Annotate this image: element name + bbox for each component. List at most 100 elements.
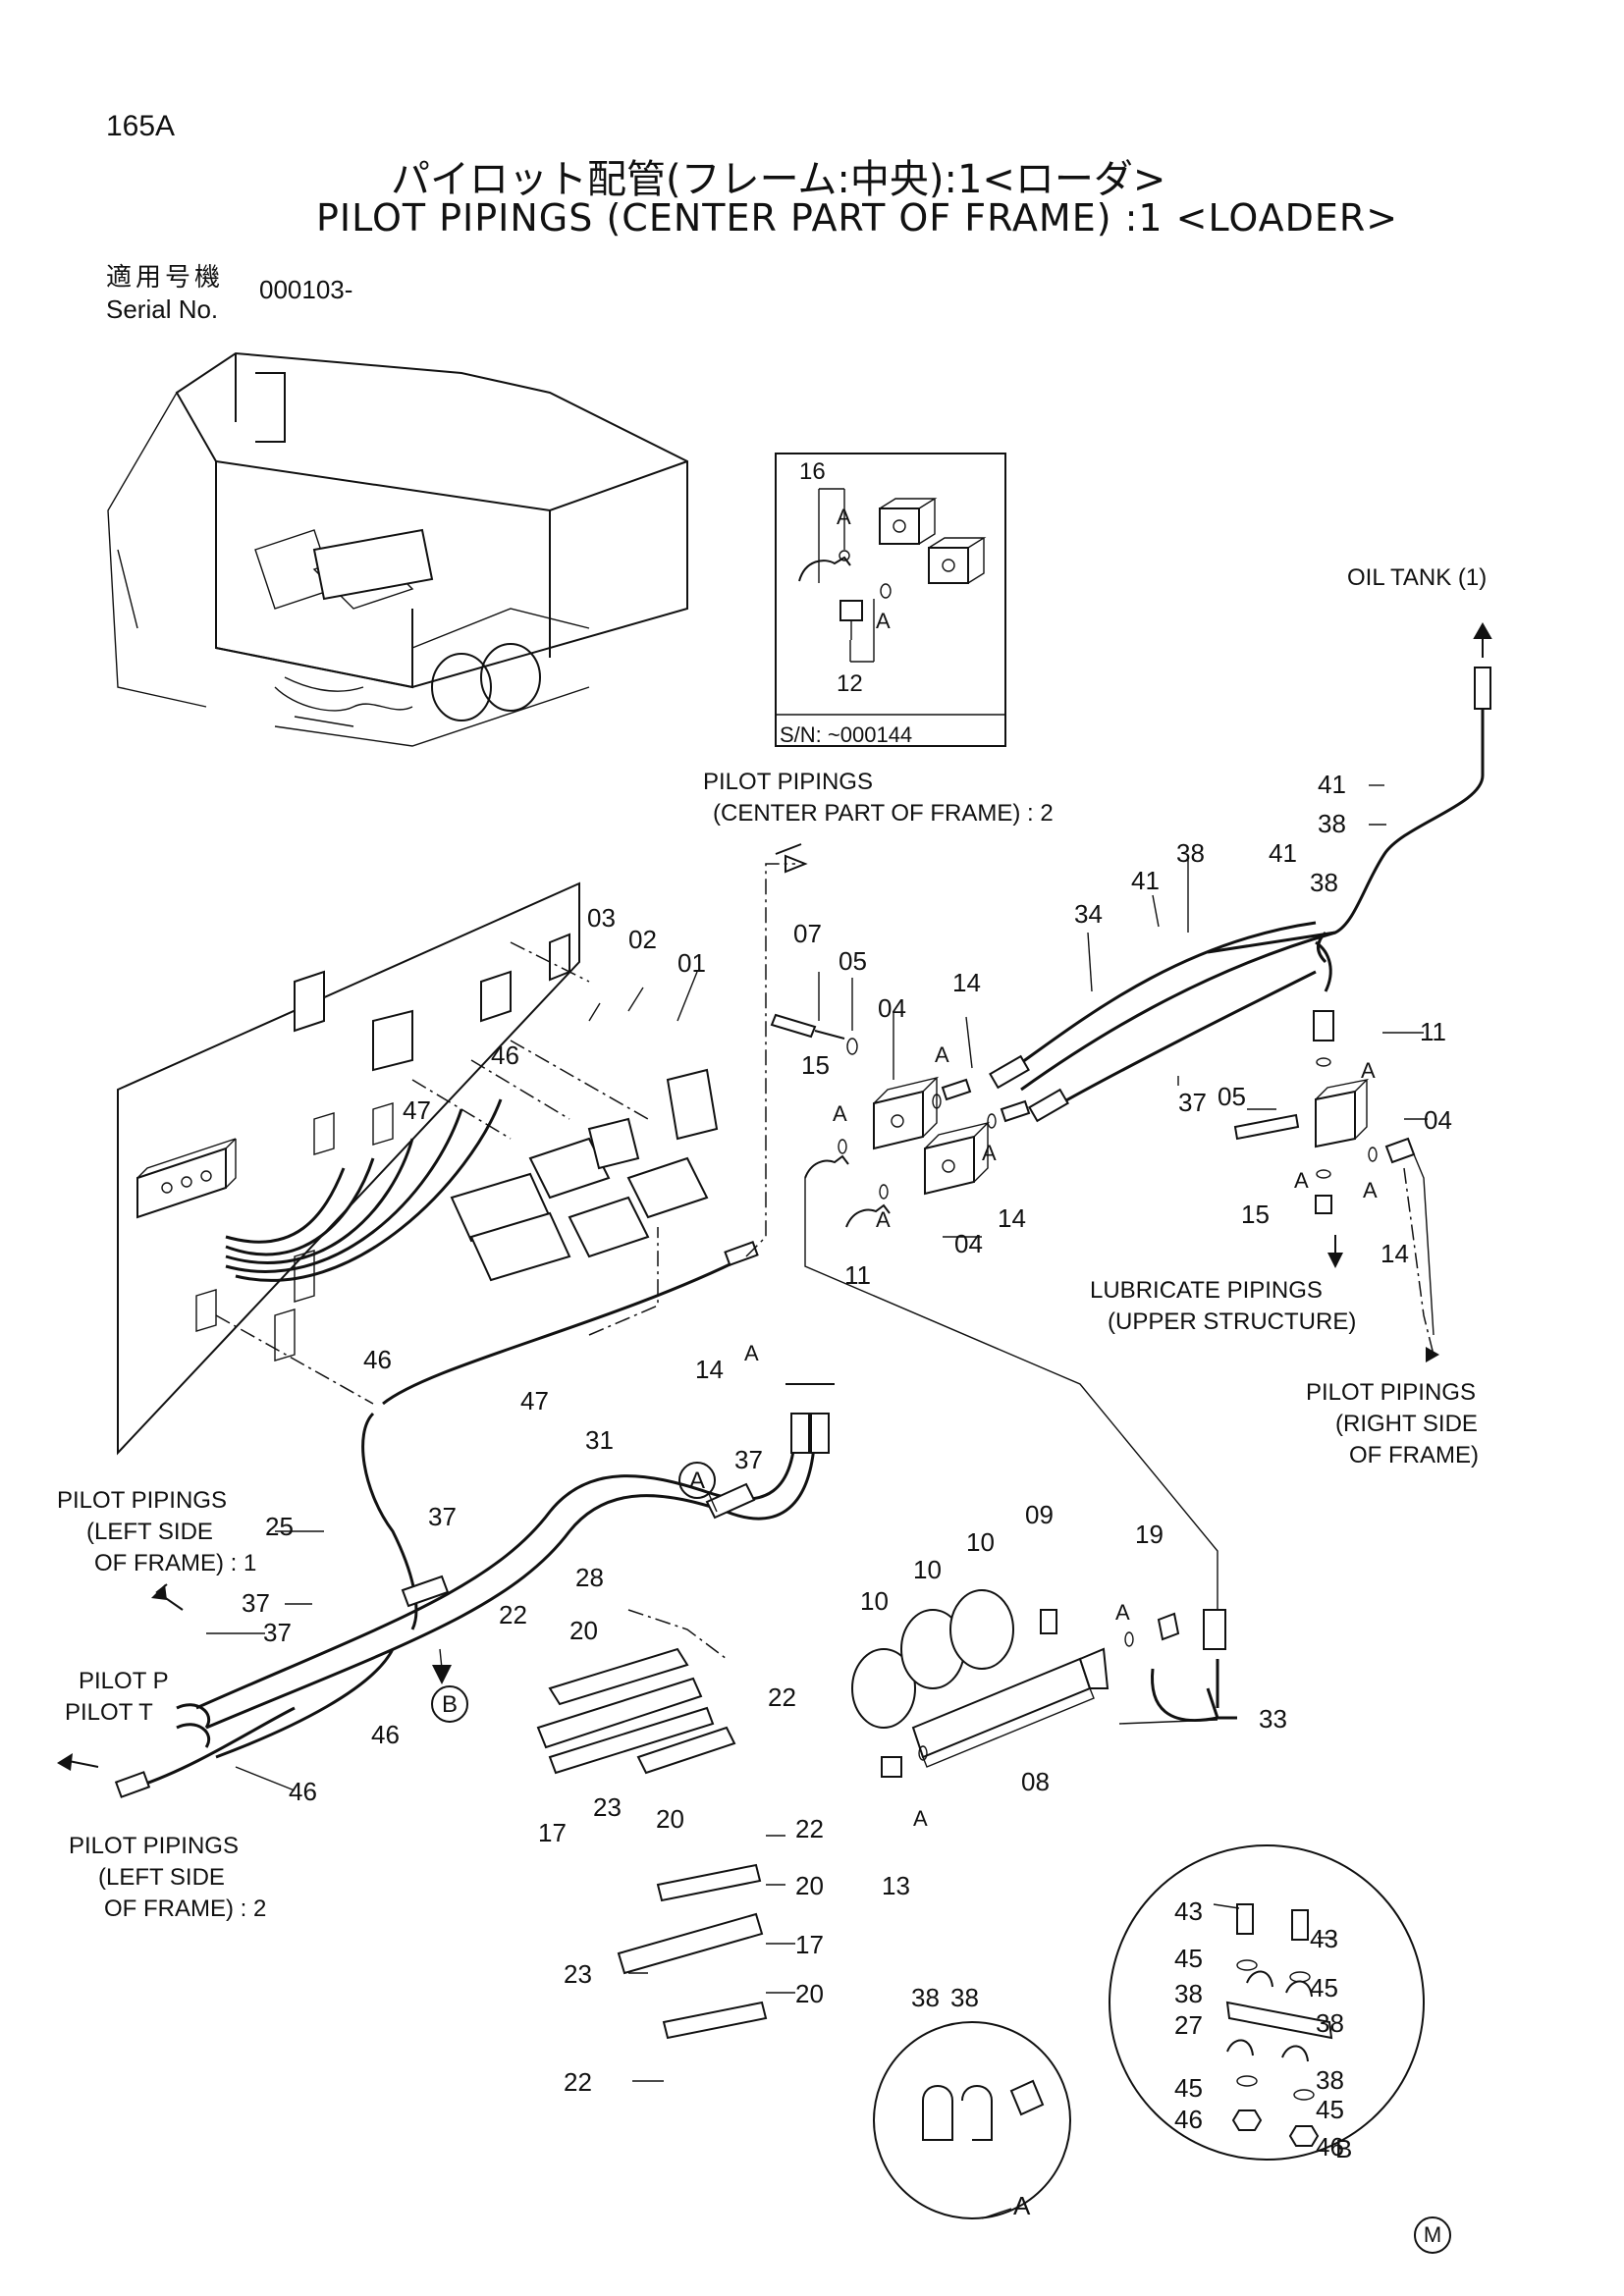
part-number: 05 (839, 946, 867, 976)
inset-part-16: 16 (799, 458, 826, 485)
detail-circle-b (1109, 1844, 1425, 2161)
part-number: 47 (403, 1095, 431, 1125)
detail-circle-a (873, 2021, 1071, 2219)
detail-circle-a-label: A (1013, 2191, 1031, 2220)
part-number: 28 (575, 1563, 604, 1592)
lubricate-line-2: (UPPER STRUCTURE) (1108, 1308, 1356, 1335)
part-numbers: 03 02 01 46 47 07 05 04 14 15 11 04 14 3… (242, 770, 1452, 2162)
inset-serial-note: S/N: ~000144 (780, 722, 912, 747)
detail-marker-b-circle (431, 1685, 468, 1723)
a-mark-right-3: A (1363, 1178, 1378, 1202)
pilot-left-2-line-1: PILOT PIPINGS (69, 1833, 239, 1859)
a-mark-right-2: A (1294, 1168, 1309, 1193)
part-number: 22 (795, 1814, 824, 1843)
hoses-32-33 (989, 921, 1336, 1123)
center-valve-blocks (770, 1013, 1218, 1610)
detail-markers: A B A B (431, 1462, 1352, 2220)
part-number: 47 (520, 1386, 549, 1415)
hose-47 (382, 854, 808, 1406)
part-number: 23 (564, 1959, 592, 1989)
part-number: 20 (795, 1979, 824, 2008)
inset-a-mark-1: A (837, 505, 851, 529)
pilot-center-2-line-1: PILOT PIPINGS (703, 769, 873, 795)
serial-label-japanese: 適用号機 (106, 263, 225, 293)
pilot-right-line-2: (RIGHT SIDE (1335, 1411, 1478, 1437)
part-number: 02 (628, 925, 657, 954)
a-mark-right-1: A (1361, 1058, 1376, 1083)
part-number: 38 (1174, 1979, 1203, 2008)
part-number: 45 (1316, 2095, 1344, 2124)
part-number: 20 (795, 1871, 824, 1900)
part-number: 25 (265, 1512, 294, 1541)
part-number: 17 (538, 1818, 567, 1847)
part-number: 38 (911, 1983, 940, 2012)
a-mark-lower-1: A (744, 1341, 759, 1365)
clamp-bands (536, 1609, 768, 2040)
part-number: 05 (1218, 1082, 1246, 1111)
part-number: 38 (1318, 809, 1346, 838)
part-number: 45 (1174, 2073, 1203, 2103)
part-number: 14 (1380, 1239, 1409, 1268)
part-number: 04 (878, 993, 906, 1023)
part-number: 46 (289, 1777, 317, 1806)
part-number: 10 (860, 1586, 889, 1616)
a-mark-lower-3: A (913, 1806, 928, 1831)
part-number: 45 (1310, 1973, 1338, 2002)
part-number: 46 (1316, 2132, 1344, 2162)
part-number: 19 (1135, 1520, 1164, 1549)
part-number: 14 (998, 1203, 1026, 1233)
part-number: 37 (263, 1618, 292, 1647)
part-number: 07 (793, 919, 822, 948)
serial-number-value: 000103- (259, 275, 353, 304)
pilot-right-line-3: OF FRAME) (1349, 1442, 1479, 1468)
oil-tank-label: OIL TANK (1) (1347, 564, 1487, 591)
part-number: 22 (768, 1682, 796, 1712)
inset-detail-box (775, 453, 1006, 747)
title-japanese: パイロット配管(フレーム:中央):1<ローダ> (391, 157, 1166, 202)
part-number: 38 (1176, 838, 1205, 868)
part-number: 23 (593, 1792, 622, 1822)
a-mark-center-4: A (982, 1141, 997, 1165)
part-number: 10 (913, 1555, 942, 1584)
machine-frame-sketch (107, 351, 688, 747)
pilot-p-label: PILOT P (79, 1668, 169, 1694)
leader-lines (206, 784, 1428, 2082)
part-number: 13 (882, 1871, 910, 1900)
part-number: 08 (1021, 1767, 1050, 1796)
mounting-plate-assembly (117, 881, 719, 1456)
a-mark-center-2: A (833, 1101, 847, 1126)
part-number: 38 (950, 1983, 979, 2012)
detail-circle-b-label: B (1335, 2134, 1352, 2163)
pilot-left-2-line-3: OF FRAME) : 2 (104, 1896, 266, 1922)
part-number: 11 (844, 1260, 871, 1290)
pilot-left-1-line-1: PILOT PIPINGS (57, 1487, 227, 1514)
part-number: 45 (1174, 1944, 1203, 1973)
part-number: 27 (1174, 2010, 1203, 2040)
part-number: 20 (656, 1804, 684, 1834)
part-number: 11 (1420, 1017, 1446, 1046)
serial-label-english: Serial No. (106, 294, 219, 324)
part-number: 38 (1316, 2065, 1344, 2095)
part-number: 38 (1316, 2008, 1344, 2038)
inset-part-12: 12 (837, 670, 863, 697)
part-number: 46 (491, 1041, 519, 1070)
part-number: 04 (1424, 1105, 1452, 1135)
part-number: 03 (587, 903, 616, 933)
part-number: 37 (1178, 1088, 1207, 1117)
pilot-right-line-1: PILOT PIPINGS (1306, 1379, 1476, 1406)
detail-marker-a: A (689, 1468, 705, 1494)
title-english: PILOT PIPINGS (CENTER PART OF FRAME) :1 … (316, 196, 1399, 240)
a-mark-center-3: A (876, 1207, 891, 1232)
part-number: 41 (1269, 838, 1297, 868)
pilot-left-2-line-2: (LEFT SIDE (98, 1864, 225, 1891)
part-number: 01 (677, 948, 706, 978)
part-number: 22 (564, 2067, 592, 2097)
detail-marker-a-circle (678, 1462, 716, 1499)
lower-left-hoses (114, 1383, 835, 1798)
part-number: 46 (1174, 2105, 1203, 2134)
part-number: 41 (1131, 866, 1160, 895)
part-number: 34 (1074, 899, 1103, 929)
right-valve-block (1233, 1010, 1439, 1362)
part-number: 38 (1310, 868, 1338, 897)
